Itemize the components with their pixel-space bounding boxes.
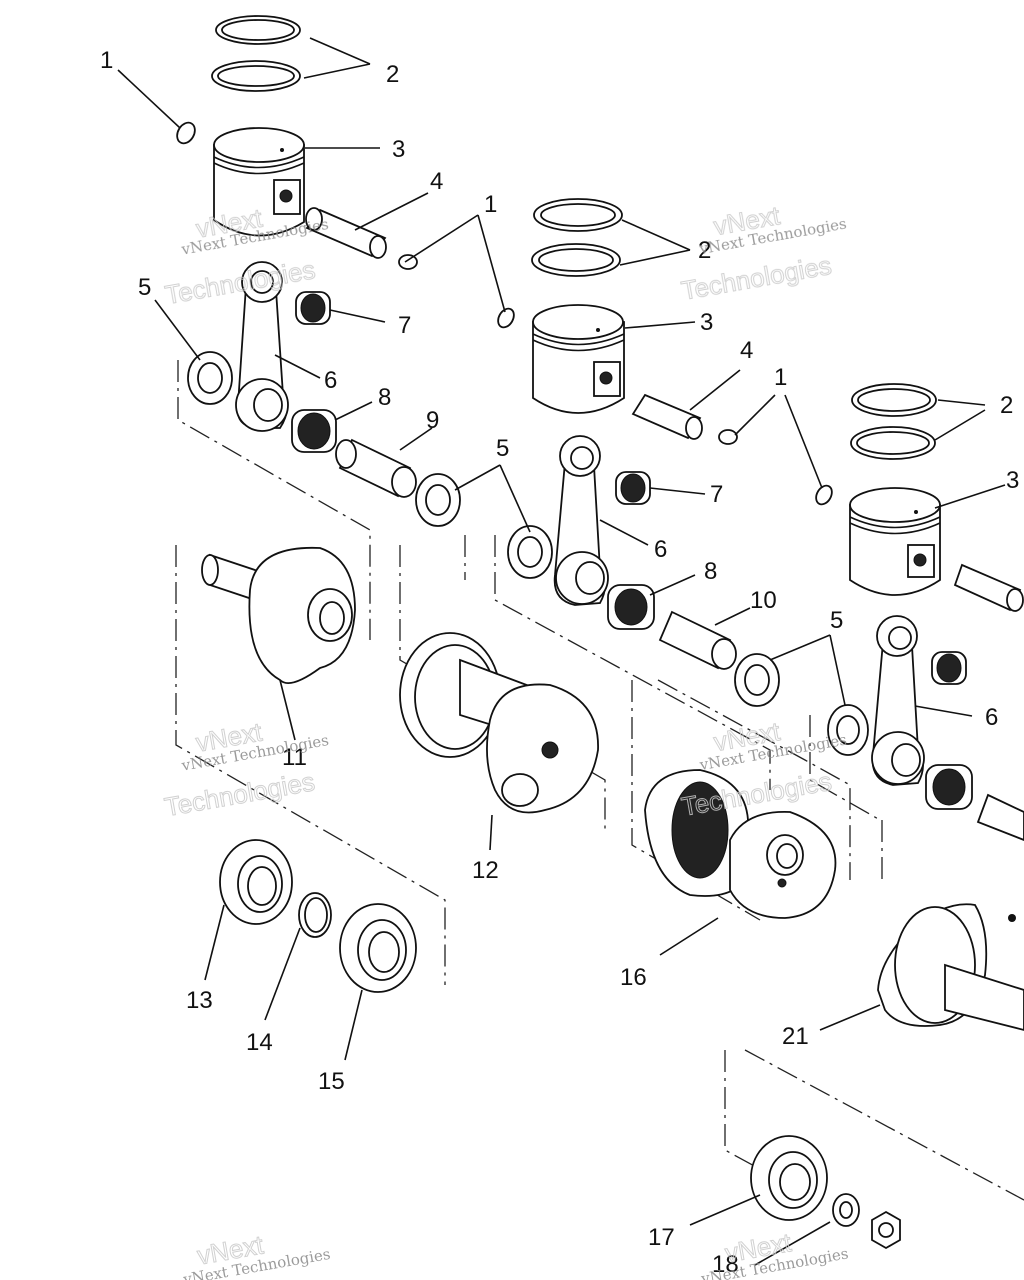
connecting-rod-center: [553, 435, 609, 606]
callout-9: 9: [426, 407, 439, 434]
callout-1: 1: [484, 191, 497, 218]
callout-1: 1: [100, 47, 113, 74]
snap-ring-14: [298, 892, 332, 938]
piston-left: [213, 127, 305, 237]
wrist-pin-center: [631, 393, 703, 440]
leader-lines: [117, 37, 1006, 1266]
callout-5: 5: [138, 274, 151, 301]
watermark-line2: Technologies: [163, 254, 318, 310]
callout-3: 3: [1006, 467, 1019, 494]
circlip-left: [176, 121, 418, 270]
callout-3: 3: [392, 136, 405, 163]
callout-3: 3: [700, 309, 713, 336]
callout-12: 12: [472, 857, 499, 884]
watermark-line2: Technologies: [162, 766, 317, 822]
ball-bearing-13: [219, 839, 293, 925]
washer-and-nut: [832, 1193, 901, 1250]
callout-8: 8: [378, 384, 391, 411]
callout-7: 7: [398, 312, 411, 339]
circlip-center: [497, 307, 738, 445]
wrist-pin-left: [305, 207, 387, 259]
callout-6: 6: [654, 536, 667, 563]
thrust-washers: [187, 351, 869, 756]
callout-18: 18: [712, 1251, 739, 1278]
crank-half-12: [399, 632, 599, 814]
callout-10: 10: [750, 587, 777, 614]
crank-half-16: [644, 769, 837, 919]
piston-right: [849, 487, 941, 596]
callout-4: 4: [430, 168, 443, 195]
ball-bearing-17: [750, 1135, 828, 1221]
callout-14: 14: [246, 1029, 273, 1056]
callout-6: 6: [324, 367, 337, 394]
callout-5: 5: [496, 435, 509, 462]
callout-8: 8: [704, 558, 717, 585]
callout-6: 6: [985, 704, 998, 731]
callout-5: 5: [830, 607, 843, 634]
piston-center: [532, 304, 625, 414]
crank-half-11: [201, 546, 356, 684]
callout-11: 11: [282, 744, 307, 771]
callout-16: 16: [620, 964, 647, 991]
wrist-pin-right: [953, 563, 1024, 612]
callout-2: 2: [1000, 392, 1013, 419]
piston-rings-center: [531, 198, 623, 277]
needle-bearings: [291, 291, 973, 810]
crank-pins: [335, 438, 1024, 841]
callout-2: 2: [698, 237, 711, 264]
callout-17: 17: [648, 1224, 675, 1251]
callout-7: 7: [710, 481, 723, 508]
piston-rings-right: [850, 383, 937, 460]
callout-21: 21: [782, 1023, 809, 1050]
crank-half-21: [877, 903, 1024, 1031]
callout-1: 1: [774, 364, 787, 391]
callout-13: 13: [186, 987, 213, 1014]
circlip-right: [815, 484, 833, 506]
connecting-rod-right: [871, 615, 925, 786]
piston-rings-left: [211, 15, 301, 92]
callout-4: 4: [740, 337, 753, 364]
connecting-rod-left: [235, 261, 289, 432]
callout-2: 2: [386, 61, 399, 88]
callout-15: 15: [318, 1068, 345, 1095]
ball-bearing-15: [339, 903, 417, 993]
callout-numbers: 1 2 3 4 5 6 7 8 9 1 2 3 4 5 6 7 8 10 1 2…: [100, 47, 1019, 1278]
